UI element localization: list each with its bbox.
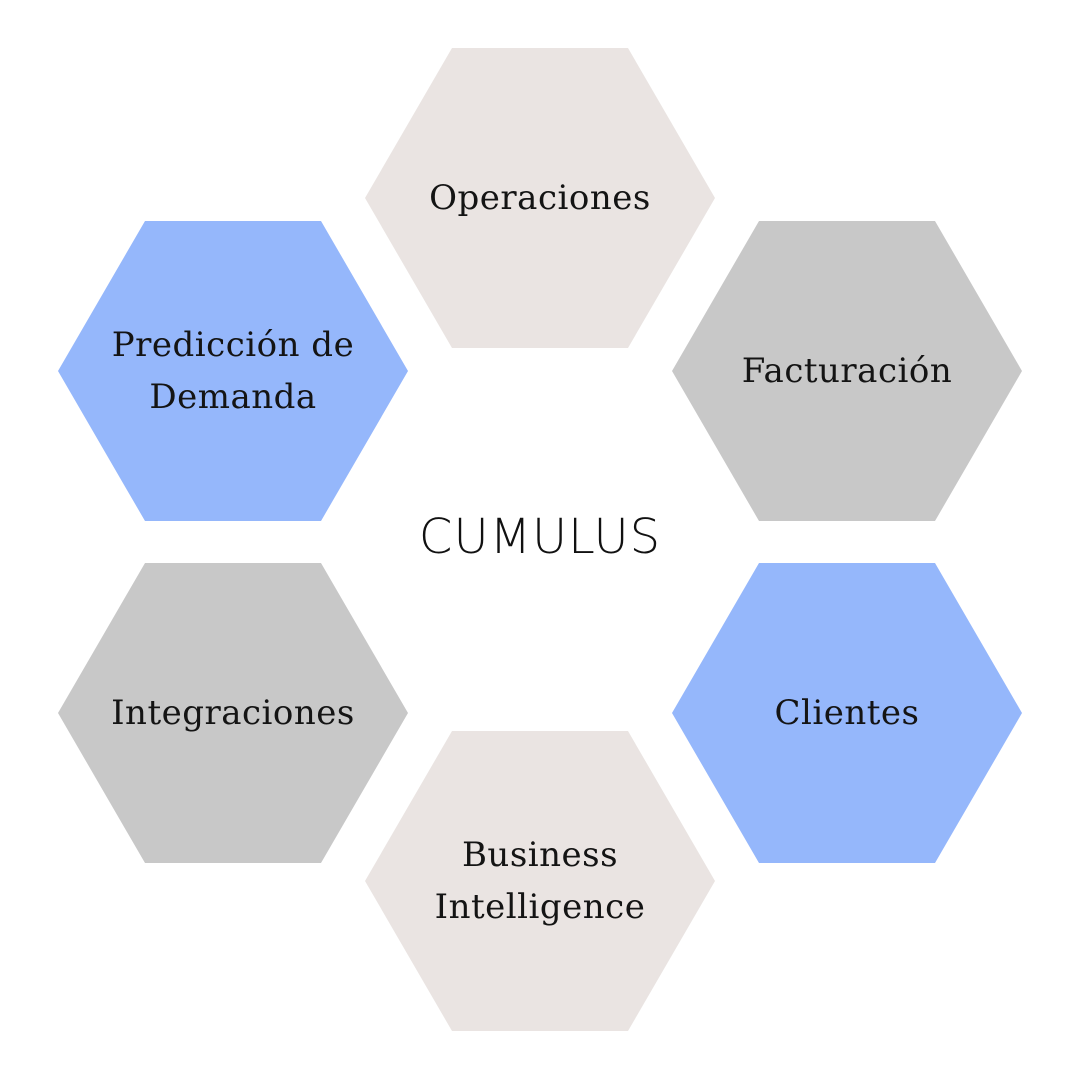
label-integraciones-line-1: Integraciones	[111, 693, 355, 733]
label-clientes: Clientes	[687, 687, 1007, 739]
label-business-intelligence: Business Intelligence	[380, 829, 700, 933]
label-prediccion-de-demanda: Predicción de Demanda	[73, 319, 393, 423]
label-clientes-line-1: Clientes	[774, 693, 920, 733]
label-business-intelligence-line-2: Intelligence	[434, 887, 646, 927]
label-facturacion: Facturación	[687, 345, 1007, 397]
label-operaciones: Operaciones	[380, 172, 700, 224]
label-operaciones-line-1: Operaciones	[429, 178, 651, 218]
label-facturacion-line-1: Facturación	[741, 351, 953, 391]
hexagon-integraciones	[58, 563, 408, 863]
hexagon-clientes	[672, 563, 1022, 863]
label-prediccion-de-demanda-line-2: Demanda	[149, 377, 317, 417]
hexagon-facturacion	[672, 221, 1022, 521]
hexagon-business-intelligence	[365, 731, 715, 1031]
label-business-intelligence-line-1: Business	[461, 835, 619, 875]
label-integraciones: Integraciones	[73, 687, 393, 739]
center-title: CUMULUS	[418, 509, 662, 565]
hexagon-prediccion-de-demanda	[58, 221, 408, 521]
label-prediccion-de-demanda-line-1: Predicción de	[111, 325, 355, 365]
hexagon-operaciones	[365, 48, 715, 348]
